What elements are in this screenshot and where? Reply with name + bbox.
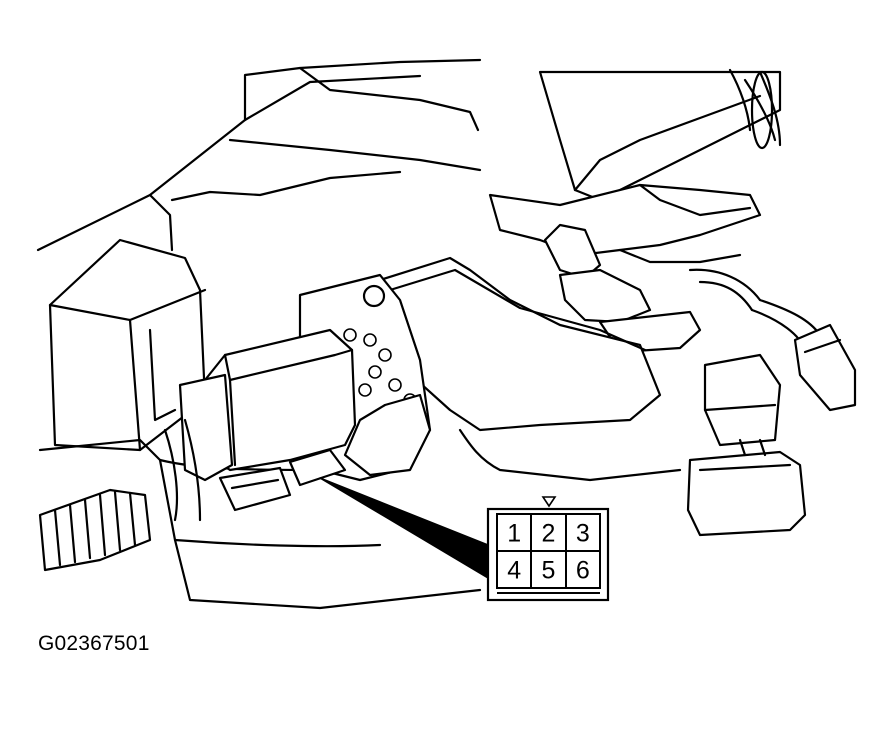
figure-code: G02367501: [38, 632, 150, 655]
pin-label-2: 2: [542, 520, 556, 548]
pin-label-4: 4: [507, 557, 521, 585]
steering-column-shaft: [538, 68, 782, 202]
pin-label-1: 1: [507, 520, 521, 548]
switch-bracket: [488, 183, 762, 354]
triangle-down-icon: [541, 496, 557, 508]
pin-label-5: 5: [542, 557, 556, 585]
relay-box: [48, 238, 207, 452]
clock-spring-connector: [163, 328, 357, 522]
dashboard-panel: [36, 58, 482, 252]
leader-wedge-icon: [319, 477, 489, 579]
pin-label-3: 3: [576, 520, 590, 548]
pin-label-6: 6: [576, 557, 590, 585]
connector-face-outer: [486, 507, 610, 602]
column-cover: [378, 256, 682, 482]
right-wire-harness: [686, 268, 857, 537]
